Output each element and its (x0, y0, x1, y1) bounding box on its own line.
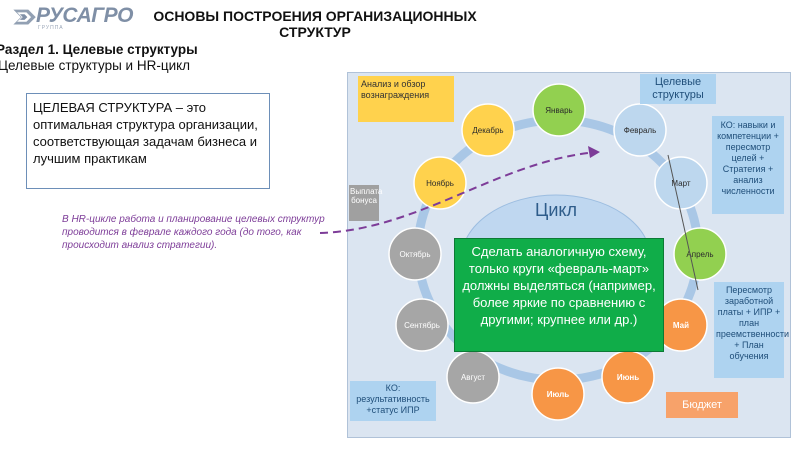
callout-bonus-payment: Выплата бонуса (349, 185, 382, 221)
callout-performance: КО: результативность +статус ИПР (350, 381, 436, 421)
instruction-box: Сделать аналогичную схему, только круги … (454, 238, 664, 352)
callout-competencies: КО: навыки и компетенции + пересмотр цел… (712, 116, 784, 214)
section-heading: Раздел 1. Целевые структуры (0, 42, 198, 57)
callout-salary-review: Пересмотр заработной платы + ИПР + план … (714, 282, 789, 378)
hr-cycle-note: В HR-цикле работа и планирование целевых… (62, 214, 325, 251)
page-title: ОСНОВЫ ПОСТРОЕНИЯ ОРГАНИЗАЦИОННЫХ СТРУКТ… (153, 8, 477, 40)
callout-target-structures: Целевые структуры (640, 74, 716, 104)
logo-text: РУСАГРО (36, 4, 133, 27)
definition-box: ЦЕЛЕВАЯ СТРУКТУРА – это оптимальная стру… (26, 93, 270, 189)
logo-subtext: ГРУППА (38, 25, 64, 31)
rusagro-logo (13, 9, 36, 25)
subsection-heading: Целевые структуры и HR-цикл (0, 58, 191, 73)
callout-reward-review: Анализ и обзор вознаграждения (358, 76, 454, 122)
callout-budget: Бюджет (666, 392, 738, 418)
header-bar: РУСАГРО ГРУППА ОСНОВЫ ПОСТРОЕНИЯ ОРГАНИЗ… (0, 0, 800, 40)
